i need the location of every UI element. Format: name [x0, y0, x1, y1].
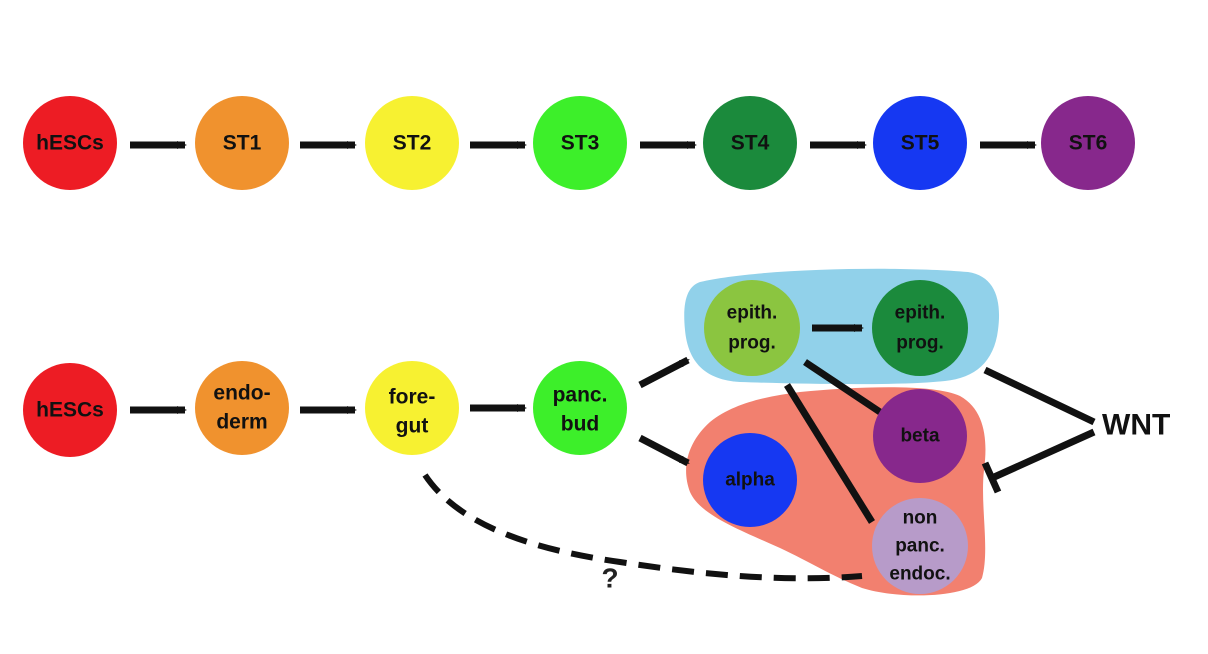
- node-panc-bud-circle: [533, 361, 627, 455]
- node-st6-label: ST6: [1069, 132, 1108, 155]
- line-epithprog-beta: [803, 359, 882, 415]
- node-epith-prog-1: epith. prog.: [704, 280, 800, 376]
- node-beta: beta: [873, 389, 967, 483]
- node-endoderm: endo- derm: [195, 361, 289, 455]
- node-non-panc-endoc-label: non: [903, 508, 938, 529]
- node-epith-prog-2-label-2: prog.: [896, 333, 944, 354]
- wnt-label: WNT: [1102, 409, 1170, 442]
- dashed-path-foregut-nonpanc: [422, 473, 863, 582]
- node-hescs-bottom: hESCs: [23, 363, 117, 457]
- node-epith-prog-2: epith. prog.: [872, 280, 968, 376]
- node-st5-label: ST5: [901, 132, 940, 155]
- node-hescs-top-label: hESCs: [36, 132, 104, 155]
- node-non-panc-endoc: non panc. endoc.: [872, 498, 968, 594]
- node-alpha-label: alpha: [725, 470, 775, 491]
- node-st2: ST2: [365, 96, 459, 190]
- node-foregut: fore- gut: [365, 361, 459, 455]
- node-alpha: alpha: [703, 433, 797, 527]
- node-epith-prog-1-label-2: prog.: [728, 333, 776, 354]
- node-panc-bud-label: panc.: [553, 384, 608, 407]
- node-hescs-bottom-label: hESCs: [36, 399, 104, 422]
- node-non-panc-endoc-circle: [872, 498, 968, 594]
- node-epith-prog-2-circle: [872, 280, 968, 376]
- node-foregut-label-2: gut: [396, 415, 429, 438]
- node-st4-label: ST4: [731, 132, 770, 155]
- node-hescs-top: hESCs: [23, 96, 117, 190]
- node-st2-label: ST2: [393, 132, 432, 155]
- node-st1-label: ST1: [223, 132, 262, 155]
- node-panc-bud-label-2: bud: [561, 413, 599, 436]
- node-st1-circle: [195, 96, 289, 190]
- node-beta-circle: [873, 389, 967, 483]
- node-epith-prog-1-label: epith.: [727, 303, 778, 324]
- arrow-pancbud-epithprog: [638, 356, 690, 389]
- node-non-panc-endoc-label-2: panc.: [895, 536, 945, 557]
- arrow-pancbud-alpha: [638, 434, 690, 467]
- top-row: hESCs ST1 ST2 ST3 ST4 ST5 ST6: [23, 96, 1135, 190]
- question-mark-label: ?: [601, 563, 618, 594]
- node-st4-circle: [703, 96, 797, 190]
- node-foregut-label: fore-: [389, 386, 436, 409]
- node-hescs-top-circle: [23, 96, 117, 190]
- node-alpha-circle: [703, 433, 797, 527]
- node-st6: ST6: [1041, 96, 1135, 190]
- wnt-inhibition-bar: [981, 461, 1002, 494]
- node-st3-label: ST3: [561, 132, 600, 155]
- node-epith-prog-2-label: epith.: [895, 303, 946, 324]
- wnt-line-to-progenitor: [983, 366, 1096, 426]
- node-non-panc-endoc-label-3: endoc.: [889, 564, 950, 585]
- node-hescs-bottom-circle: [23, 363, 117, 457]
- node-epith-prog-1-circle: [704, 280, 800, 376]
- node-st6-circle: [1041, 96, 1135, 190]
- node-endoderm-label: endo-: [213, 382, 270, 405]
- node-beta-label: beta: [900, 426, 940, 447]
- node-st5-circle: [873, 96, 967, 190]
- node-st4: ST4: [703, 96, 797, 190]
- node-endoderm-circle: [195, 361, 289, 455]
- bottom-row: hESCs endo- derm fore- gut panc. bud epi…: [23, 268, 1170, 596]
- node-st5: ST5: [873, 96, 967, 190]
- line-epithprog-nonpanc: [784, 383, 875, 524]
- node-st3-circle: [533, 96, 627, 190]
- node-st2-circle: [365, 96, 459, 190]
- node-panc-bud: panc. bud: [533, 361, 627, 455]
- node-st1: ST1: [195, 96, 289, 190]
- node-endoderm-label-2: derm: [216, 411, 267, 434]
- node-st3: ST3: [533, 96, 627, 190]
- wnt-line-to-beta: [990, 428, 1096, 482]
- node-foregut-circle: [365, 361, 459, 455]
